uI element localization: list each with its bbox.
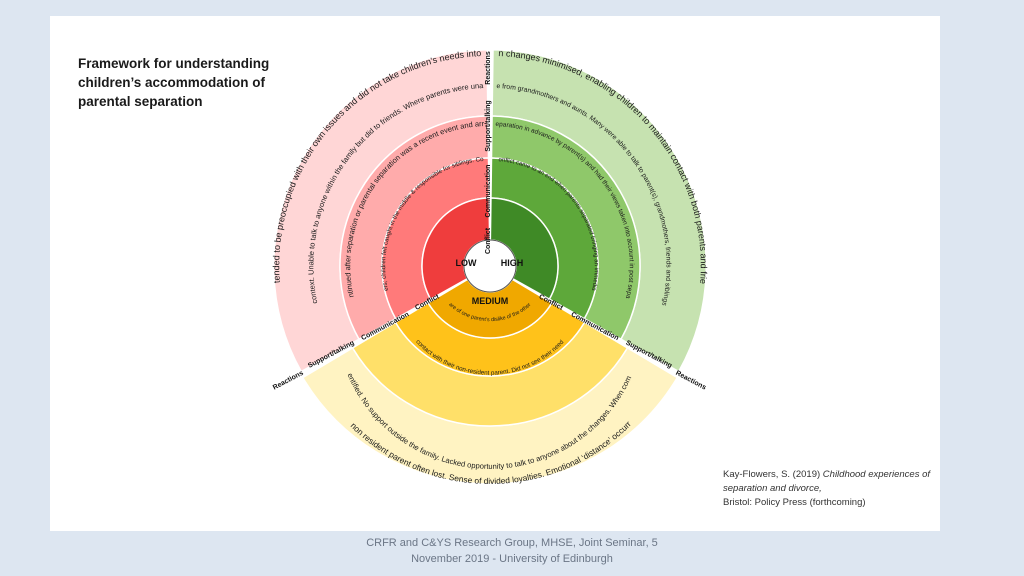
low-label: LOW [456, 258, 477, 268]
centre-circle [463, 239, 517, 293]
framework-title: Framework for understanding children’s a… [78, 56, 270, 109]
citation-author: Kay-Flowers, S. (2019) [723, 469, 821, 480]
medium-label: MEDIUM [472, 296, 509, 306]
framework-diagram: Parents tended to be preoccupied with th… [50, 16, 709, 486]
top-communication-label: Communication [485, 165, 492, 218]
slide: Framework for understanding children’s a… [50, 16, 940, 531]
left-reactions-label: Reactions [272, 370, 305, 392]
top-support-label: Support/talking [485, 100, 492, 151]
footer: CRFR and C&YS Research Group, MHSE, Join… [366, 537, 658, 565]
citation: Kay-Flowers, S. (2019) Childhood experie… [723, 468, 933, 510]
citation-publisher: Bristol: Policy Press (forthcoming) [723, 497, 866, 508]
top-conflict-label: Conflict [485, 227, 492, 254]
right-reactions-label: Reactions [674, 370, 707, 392]
citation-work: Childhood experiences of separation and … [723, 469, 931, 494]
high-label: HIGH [501, 258, 524, 268]
top-reactions-label: Reactions [485, 51, 492, 85]
